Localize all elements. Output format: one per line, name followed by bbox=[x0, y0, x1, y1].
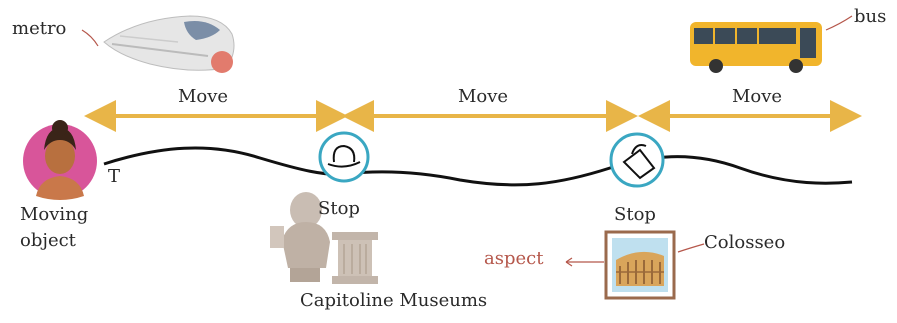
bus-label: bus bbox=[854, 6, 886, 27]
bus-pointer bbox=[826, 16, 852, 30]
move-label-1: Move bbox=[178, 86, 228, 107]
trajectory-marker-label: T bbox=[108, 166, 120, 187]
colosseo-pointer bbox=[678, 244, 704, 252]
bus-icon bbox=[690, 22, 822, 73]
capitoline-label: Capitoline Museums bbox=[300, 290, 487, 311]
stop-label-1: Stop bbox=[318, 198, 360, 219]
hat-stop-icon bbox=[320, 133, 368, 181]
aspect-label: aspect bbox=[484, 248, 543, 269]
metro-train-icon bbox=[104, 16, 234, 73]
colosseum-picture-icon bbox=[606, 232, 674, 298]
trajectory-line bbox=[104, 148, 852, 185]
stop-label-2: Stop bbox=[614, 204, 656, 225]
moving-object-label: Moving object bbox=[20, 202, 88, 254]
bag-stop-icon bbox=[611, 134, 663, 186]
metro-label: metro bbox=[12, 18, 66, 39]
metro-pointer bbox=[82, 30, 98, 46]
colosseo-label: Colosseo bbox=[704, 232, 785, 253]
move-label-3: Move bbox=[732, 86, 782, 107]
person-avatar-icon bbox=[23, 120, 97, 200]
move-label-2: Move bbox=[458, 86, 508, 107]
